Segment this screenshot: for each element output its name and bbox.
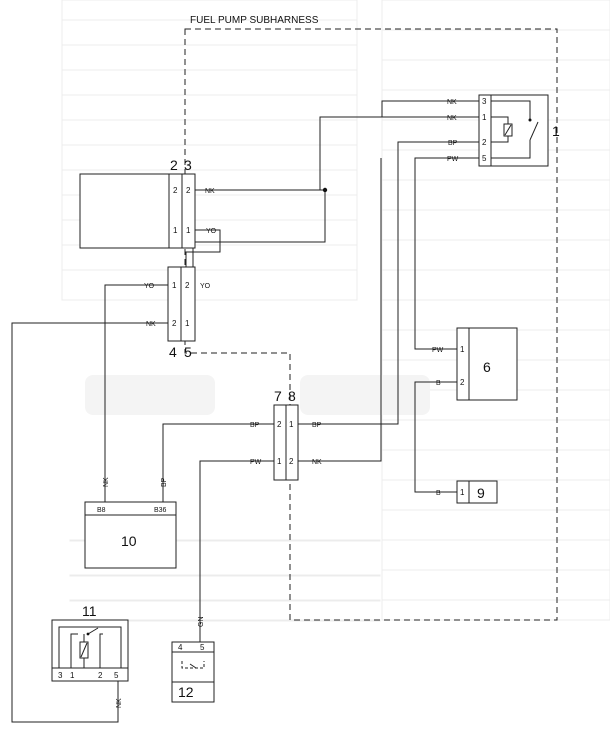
svg-text:1: 1 (460, 488, 465, 497)
svg-text:YO: YO (206, 228, 217, 235)
svg-text:BP: BP (250, 422, 260, 429)
svg-text:PW: PW (432, 347, 444, 354)
svg-text:B: B (436, 490, 441, 497)
svg-text:2: 2 (98, 671, 103, 680)
ecu-10: B8 B36 10 (84, 501, 177, 569)
fuel-pump-relay-1: 3 1 2 5 1 (478, 94, 560, 167)
diagram-title: FUEL PUMP SUBHARNESS (190, 15, 319, 26)
svg-text:2: 2 (289, 457, 294, 466)
component-12: 4 5 12 (171, 641, 215, 703)
module-9: 1 9 (456, 480, 498, 504)
svg-text:1: 1 (172, 281, 177, 290)
svg-text:B36: B36 (154, 507, 167, 514)
component-3-label: 3 (184, 157, 192, 173)
svg-text:1: 1 (70, 671, 75, 680)
svg-text:NK: NK (312, 459, 322, 466)
component-12-label: 12 (178, 684, 194, 700)
svg-text:3: 3 (482, 97, 487, 106)
connector-4-5: 1 2 2 1 4 5 (167, 266, 196, 360)
svg-text:B: B (436, 380, 441, 387)
svg-text:BP: BP (448, 140, 458, 147)
svg-text:2: 2 (173, 186, 178, 195)
component-8-label: 8 (288, 388, 296, 404)
component-9-label: 9 (477, 485, 485, 501)
svg-text:5: 5 (200, 643, 205, 652)
component-5-label: 5 (184, 344, 192, 360)
fuel-pump-subharness-boundary (184, 28, 558, 621)
svg-text:BP: BP (161, 477, 168, 487)
svg-text:2: 2 (482, 138, 487, 147)
svg-text:1: 1 (173, 226, 178, 235)
switch-11: 3 1 2 5 11 (51, 603, 129, 682)
svg-text:YO: YO (200, 283, 211, 290)
svg-text:NK: NK (116, 698, 123, 708)
splice-dot (322, 187, 328, 193)
svg-text:2: 2 (185, 281, 190, 290)
module-6: 1 2 6 (456, 327, 518, 401)
component-2-label: 2 (170, 157, 178, 173)
component-1-label: 1 (552, 123, 560, 139)
svg-text:PW: PW (250, 459, 262, 466)
svg-text:3: 3 (58, 671, 63, 680)
svg-text:NK: NK (447, 115, 457, 122)
wires (11, 100, 479, 723)
connector-2-3: 2 2 1 1 2 3 (79, 157, 196, 249)
wire-labels: NK YO YO YO NK NK NK BP PW PW B B BP PW … (103, 99, 459, 708)
svg-text:5: 5 (114, 671, 119, 680)
component-11-label: 11 (82, 603, 97, 619)
svg-text:2: 2 (172, 319, 177, 328)
svg-text:NK: NK (205, 188, 215, 195)
svg-text:YO: YO (144, 283, 155, 290)
svg-text:NK: NK (103, 477, 110, 487)
svg-text:NK: NK (447, 99, 457, 106)
svg-text:NK: NK (146, 321, 156, 328)
component-6-label: 6 (483, 359, 491, 375)
svg-text:1: 1 (185, 319, 190, 328)
svg-text:GN: GN (198, 617, 205, 628)
svg-text:1: 1 (460, 345, 465, 354)
svg-text:1: 1 (186, 226, 191, 235)
component-10-label: 10 (121, 533, 137, 549)
svg-text:1: 1 (289, 420, 294, 429)
svg-text:5: 5 (482, 154, 487, 163)
svg-text:1: 1 (277, 457, 282, 466)
svg-text:2: 2 (186, 186, 191, 195)
svg-text:1: 1 (482, 113, 487, 122)
svg-text:PW: PW (447, 156, 459, 163)
component-4-label: 4 (169, 344, 177, 360)
svg-text:4: 4 (178, 643, 183, 652)
svg-text:BP: BP (312, 422, 322, 429)
svg-text:B8: B8 (97, 507, 106, 514)
svg-text:2: 2 (277, 420, 282, 429)
connector-7-8: 2 1 1 2 7 8 (273, 388, 299, 481)
svg-text:2: 2 (460, 378, 465, 387)
component-7-label: 7 (274, 388, 282, 404)
